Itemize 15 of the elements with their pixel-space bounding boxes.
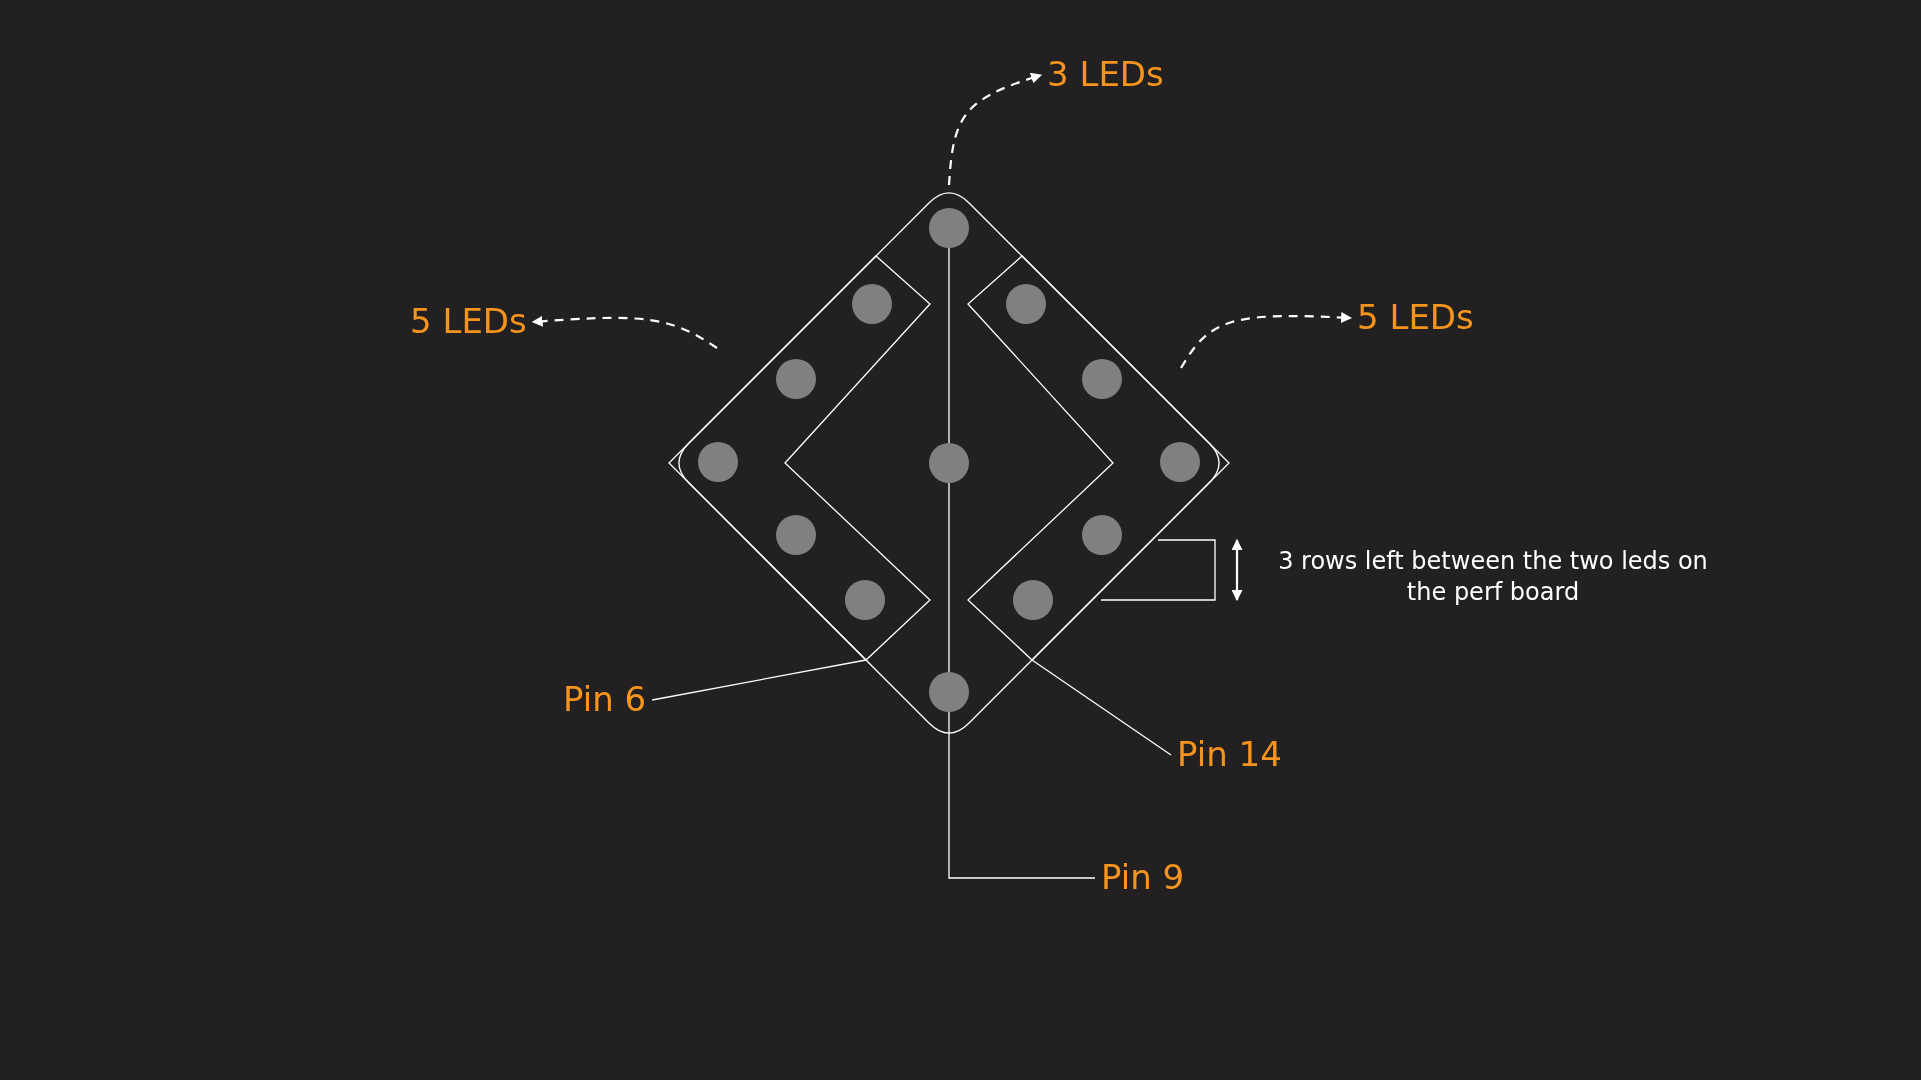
- callout-label: 5 LEDs: [410, 303, 527, 341]
- led-strip-outline: [668, 255, 931, 661]
- dashed-arrow: [1180, 312, 1353, 369]
- dashed-arrow: [947, 72, 1043, 186]
- leader-line: [948, 742, 1096, 879]
- leader-line: [1031, 659, 1172, 756]
- dashed-arrow: [531, 315, 718, 349]
- leader-line: [651, 659, 867, 701]
- note-text: 3 rows left between the two leds on the perf board: [1277, 545, 1709, 608]
- callout-label: 5 LEDs: [1357, 299, 1474, 337]
- callout-label: Pin 14: [1177, 736, 1282, 774]
- callout-label: Pin 9: [1101, 859, 1185, 897]
- led-strip-outline: [967, 255, 1230, 661]
- callout-label: 3 LEDs: [1047, 56, 1164, 94]
- callout-label: Pin 6: [563, 681, 647, 719]
